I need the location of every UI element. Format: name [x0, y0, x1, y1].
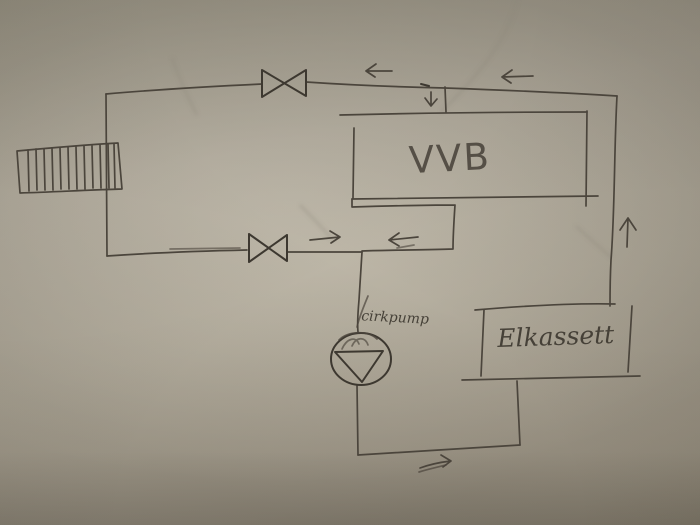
flow-arrow-left-icon — [388, 232, 419, 249]
circulation-pump-icon: cirkpump — [330, 308, 429, 386]
flow-arrow-left-icon — [365, 63, 393, 78]
flow-arrow-down-icon — [424, 91, 438, 107]
supply-valve-icon — [261, 69, 307, 98]
elkassett-box: Elkassett — [461, 302, 641, 381]
return-valve-icon — [248, 233, 288, 263]
vvb-box: VVB — [339, 110, 599, 207]
flow-arrow-right-icon — [309, 230, 341, 244]
vvb-label: VVB — [408, 135, 492, 182]
elkassett-label: Elkassett — [496, 320, 616, 353]
cirkpump-label: cirkpump — [361, 308, 429, 328]
flow-arrow-up-icon — [619, 217, 637, 248]
flow-arrow-left-icon — [501, 69, 534, 84]
radiator-icon — [16, 142, 123, 194]
paper-crease-marks — [170, 0, 613, 259]
pipe-lines — [105, 81, 618, 456]
flow-arrow-right-icon — [418, 454, 452, 473]
